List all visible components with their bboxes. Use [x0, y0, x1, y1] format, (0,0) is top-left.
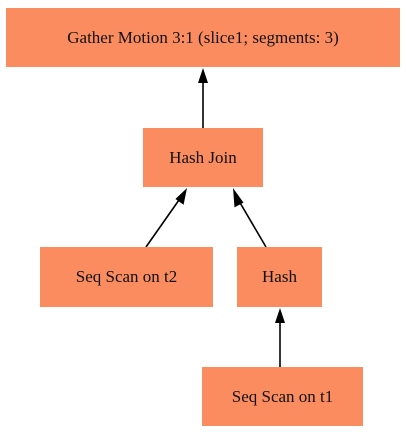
node-seq-scan-t2-label: Seq Scan on t2 — [75, 267, 178, 286]
node-hash-label: Hash — [262, 267, 297, 286]
arrowhead-hash — [275, 308, 285, 323]
arrowhead-hash-join-right — [233, 188, 244, 208]
node-seq-scan-t2: Seq Scan on t2 — [40, 247, 213, 307]
node-hash: Hash — [237, 247, 322, 307]
node-gather-motion: Gather Motion 3:1 (slice1; segments: 3) — [6, 8, 400, 67]
node-hash-join-label: Hash Join — [169, 147, 237, 167]
node-seq-scan-t1: Seq Scan on t1 — [202, 367, 363, 426]
edge-hash-to-hash-join — [238, 200, 267, 248]
node-hash-join: Hash Join — [143, 128, 263, 187]
arrowhead-hash-join-left — [175, 188, 187, 205]
edge-seq-scan-t2-to-hash-join — [145, 199, 180, 248]
arrowhead-gather — [198, 68, 208, 83]
node-seq-scan-t1-label: Seq Scan on t1 — [231, 386, 334, 406]
node-gather-motion-label: Gather Motion 3:1 (slice1; segments: 3) — [67, 27, 339, 47]
